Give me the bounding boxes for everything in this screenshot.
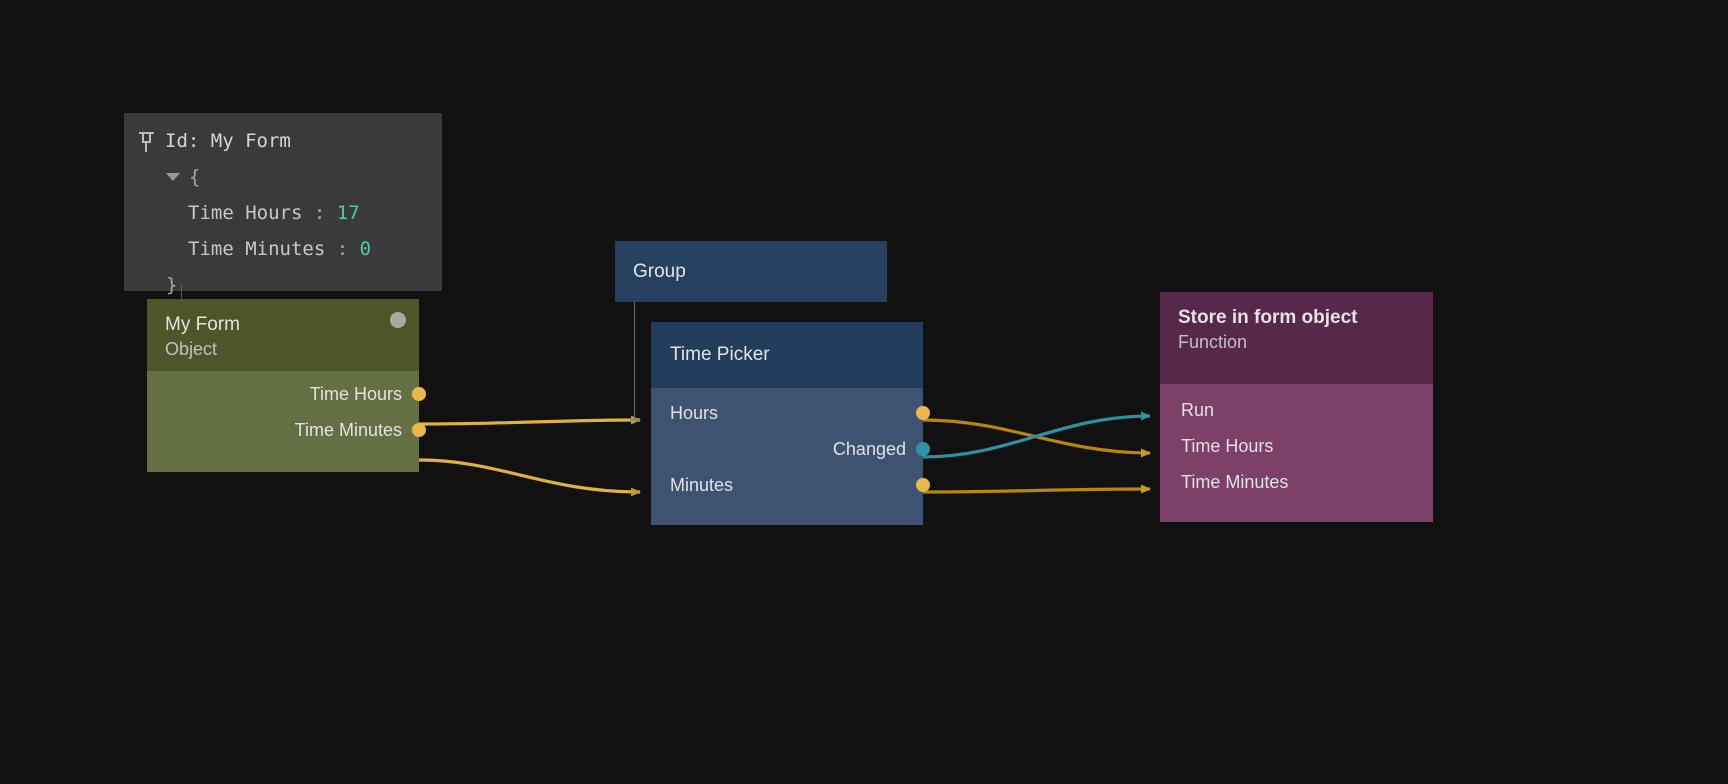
port-connector-dot[interactable] bbox=[916, 442, 930, 456]
port-label: Time Minutes bbox=[1181, 471, 1289, 492]
node-header[interactable]: Group bbox=[615, 241, 887, 302]
node-header[interactable]: Time Picker bbox=[651, 322, 923, 388]
group-child-connector-line bbox=[634, 302, 635, 420]
node-store-in-form-object[interactable]: Store in form object Function Run Time H… bbox=[1160, 292, 1433, 522]
edge-picker-minutes-to-store-timeminutes bbox=[922, 484, 1151, 494]
node-header[interactable]: Store in form object Function bbox=[1160, 292, 1433, 384]
output-port-changed[interactable]: Changed bbox=[651, 431, 930, 467]
group-child-connector-tick bbox=[630, 419, 640, 421]
node-time-picker[interactable]: Time Picker Hours Changed Minutes bbox=[651, 322, 930, 525]
property-value: 17 bbox=[336, 202, 360, 224]
property-key: Time Hours bbox=[188, 202, 303, 224]
node-body: Run Time Hours Time Minutes bbox=[1160, 384, 1433, 522]
output-port-time-hours[interactable]: Time Hours bbox=[147, 376, 426, 412]
port-label: Run bbox=[1181, 399, 1215, 420]
open-brace: { bbox=[189, 166, 201, 188]
port-label: Hours bbox=[670, 402, 719, 423]
inspector-open-brace-row[interactable]: { bbox=[124, 159, 442, 195]
property-separator: : bbox=[313, 202, 326, 224]
node-title: My Form bbox=[165, 314, 240, 335]
port-connector-dot[interactable] bbox=[412, 423, 426, 437]
port-connector-dot[interactable] bbox=[412, 387, 426, 401]
edge-timehours-to-hours bbox=[418, 415, 641, 426]
edge-timeminutes-to-minutes bbox=[418, 458, 641, 497]
port-label: Time Hours bbox=[309, 383, 402, 404]
node-my-form[interactable]: My Form Object Time Hours Time Minutes bbox=[147, 299, 426, 472]
value-inspector-tooltip[interactable]: Id: My Form { Time Hours : 17 Time Minut… bbox=[124, 113, 442, 389]
node-group[interactable]: Group bbox=[615, 241, 887, 302]
port-label: Minutes bbox=[670, 474, 734, 495]
inspector-property-row: Time Minutes : 0 bbox=[124, 231, 442, 267]
property-key: Time Minutes bbox=[188, 238, 326, 260]
output-port-hours-dot[interactable] bbox=[916, 406, 930, 420]
close-brace: } bbox=[166, 274, 178, 296]
node-subtitle: Function bbox=[1178, 332, 1248, 352]
input-port-hours[interactable]: Hours bbox=[651, 395, 930, 431]
node-title: Time Picker bbox=[670, 344, 770, 365]
edge-changed-to-run bbox=[922, 411, 1151, 459]
output-port-minutes-dot[interactable] bbox=[916, 478, 930, 492]
status-indicator-icon[interactable] bbox=[390, 312, 406, 328]
input-port-minutes[interactable]: Minutes bbox=[651, 467, 930, 503]
inspector-title-row: Id: My Form bbox=[124, 123, 442, 159]
property-separator: : bbox=[336, 238, 349, 260]
input-port-run[interactable]: Run bbox=[1160, 392, 1433, 428]
inspector-property-row: Time Hours : 17 bbox=[124, 195, 442, 231]
node-title: Store in form object bbox=[1178, 307, 1358, 328]
node-header[interactable]: My Form Object bbox=[147, 299, 419, 371]
node-body: Time Hours Time Minutes bbox=[147, 371, 426, 472]
inspector-close-brace-row: } bbox=[124, 267, 442, 303]
node-body: Hours Changed Minutes bbox=[651, 388, 930, 525]
port-label: Changed bbox=[832, 438, 906, 459]
port-label: Time Hours bbox=[1181, 435, 1274, 456]
input-port-time-hours[interactable]: Time Hours bbox=[1160, 428, 1433, 464]
node-title: Group bbox=[633, 260, 686, 282]
input-port-time-minutes[interactable]: Time Minutes bbox=[1160, 464, 1433, 500]
edge-picker-hours-to-store-timehours bbox=[922, 418, 1151, 458]
triangle-down-icon[interactable] bbox=[166, 173, 180, 181]
port-label: Time Minutes bbox=[294, 419, 402, 440]
property-value: 0 bbox=[359, 238, 372, 260]
node-subtitle: Object bbox=[165, 339, 218, 359]
pin-icon[interactable] bbox=[138, 130, 156, 152]
inspector-title: Id: My Form bbox=[165, 130, 291, 152]
output-port-time-minutes[interactable]: Time Minutes bbox=[147, 412, 426, 448]
